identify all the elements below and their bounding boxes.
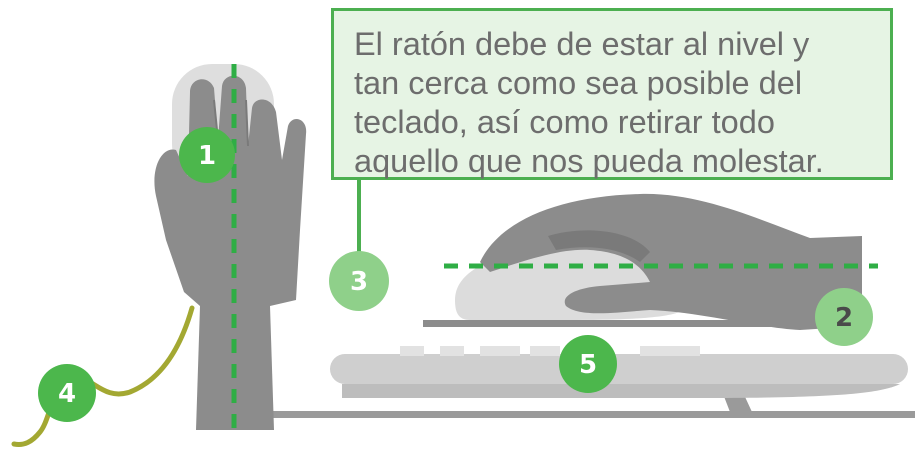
side-view-hand [455,193,862,330]
mouse-shelf [423,320,833,327]
desk-line [200,411,915,418]
callout-line-4: aquello que nos pueda molestar. [354,143,824,179]
keyboard [330,346,908,412]
callout-line-1: El ratón debe de estar al nivel y [354,26,810,62]
mouse-cable [11,305,195,447]
badge-4: 4 [38,364,96,422]
badge-3-label: 3 [350,267,368,297]
badge-4-label: 4 [58,379,76,409]
advice-callout: El ratón debe de estar al nivel y tan ce… [331,8,893,180]
badge-2: 2 [815,288,873,346]
callout-line-3: teclado, así como retirar todo [354,104,775,140]
badge-1-label: 1 [198,141,216,171]
badge-3: 3 [329,251,389,311]
badge-2-label: 2 [835,303,853,333]
badge-5-label: 5 [579,350,597,380]
badge-5: 5 [559,335,617,393]
callout-line-2: tan cerca como sea posible del [354,65,803,101]
front-view-hand [154,64,307,430]
badge-1: 1 [179,127,235,183]
